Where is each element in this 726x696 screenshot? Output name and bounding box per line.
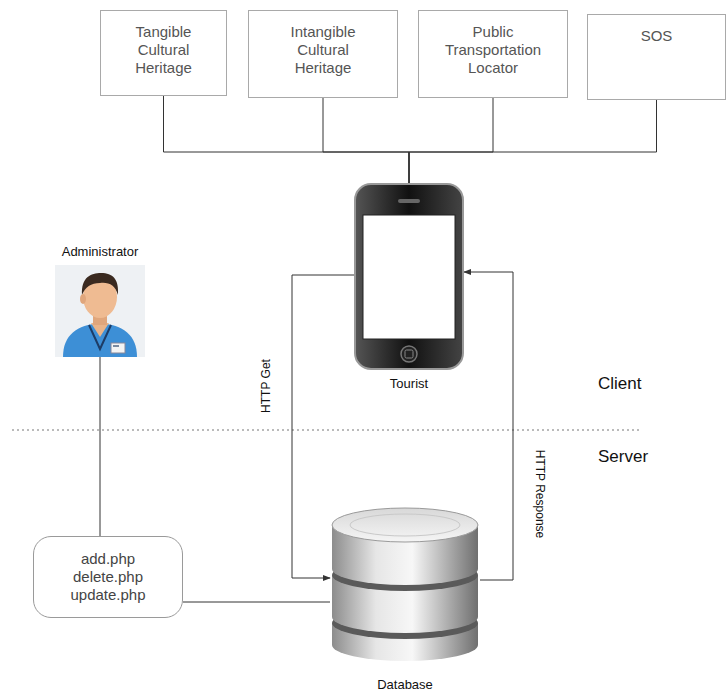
administrator-icon: Administrator — [55, 265, 145, 357]
connector — [409, 98, 493, 183]
node-label: Public Transportation Locator — [439, 23, 547, 77]
node-caption: Tourist — [390, 376, 428, 391]
node-label: Intangible Cultural Heritage — [269, 23, 377, 77]
node-label: Tangible Cultural Heritage — [121, 23, 206, 77]
connector — [323, 98, 409, 183]
node-label: add.php delete.php update.php — [54, 550, 162, 604]
edge-label: HTTP Get — [259, 357, 273, 415]
tier-label: Client — [598, 374, 641, 394]
edge-label: HTTP Response — [533, 448, 547, 540]
node-caption: Administrator — [62, 244, 139, 259]
connector — [183, 602, 330, 603]
administrator-icon-drawing — [55, 265, 145, 357]
smartphone-icon: Tourist — [354, 183, 464, 370]
content-box: SOS — [587, 14, 726, 100]
php-scripts-box: add.php delete.php update.php — [33, 536, 183, 618]
node-caption: Database — [377, 677, 433, 692]
connector — [100, 357, 101, 536]
connector — [164, 96, 410, 183]
content-box: Intangible Cultural Heritage — [248, 10, 398, 98]
smartphone-icon-drawing — [354, 183, 464, 370]
node-label: SOS — [608, 27, 705, 45]
tier-label: Server — [598, 447, 648, 467]
database-cylinder-drawing — [330, 505, 480, 663]
content-box: Public Transportation Locator — [418, 10, 568, 98]
content-box: Tangible Cultural Heritage — [100, 10, 227, 96]
database-cylinder: Database — [330, 505, 480, 663]
connector — [409, 100, 657, 183]
